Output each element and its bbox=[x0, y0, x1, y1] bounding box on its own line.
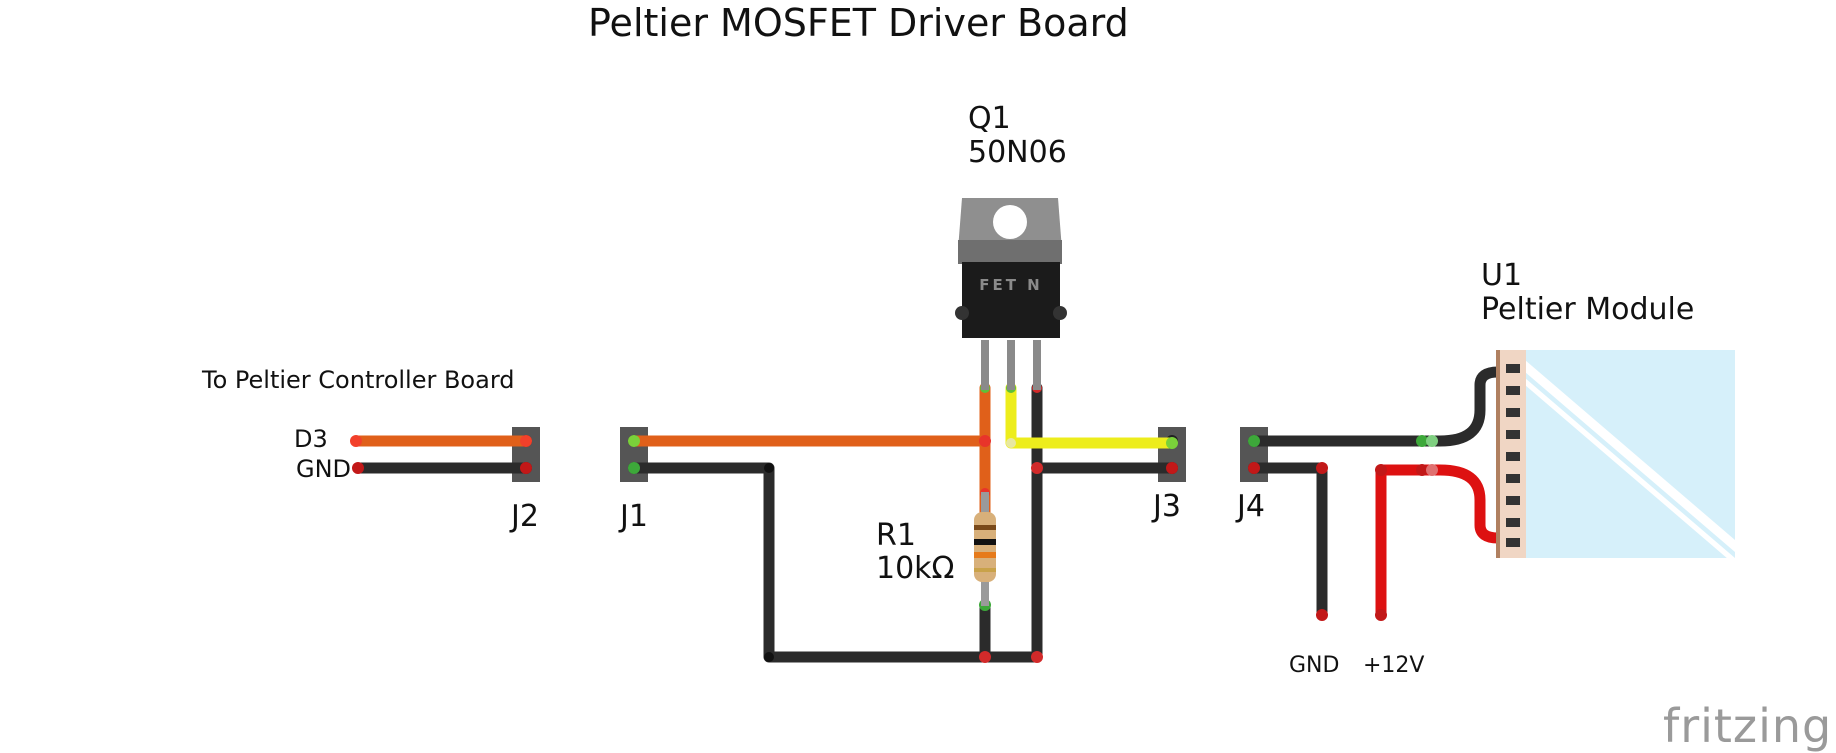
mosfet-ref: Q1 bbox=[968, 101, 1011, 136]
mosfet-value: 50N06 bbox=[968, 135, 1067, 170]
wire-peltier-red bbox=[1375, 464, 1504, 621]
resistor-r1[interactable] bbox=[974, 492, 996, 606]
wire-endpoints bbox=[350, 383, 1438, 663]
controller-label: To Peltier Controller Board bbox=[201, 366, 515, 394]
resistor-value: 10kΩ bbox=[876, 551, 954, 586]
fritzing-logo: fritzing bbox=[1663, 699, 1832, 753]
pin-label-d3: D3 bbox=[294, 425, 328, 453]
wire-peltier-black bbox=[1248, 366, 1504, 447]
label-j3: J3 bbox=[1151, 489, 1181, 524]
pin-label-gnd-left: GND bbox=[296, 455, 351, 483]
resistor-ref: R1 bbox=[876, 518, 916, 553]
label-j1: J1 bbox=[618, 499, 648, 534]
label-j4: J4 bbox=[1235, 489, 1265, 524]
module-ref: U1 bbox=[1481, 258, 1522, 293]
wire-j1-ground bbox=[628, 462, 1043, 663]
mosfet-marking: FET N bbox=[979, 276, 1043, 294]
module-name: Peltier Module bbox=[1481, 292, 1694, 327]
label-j2: J2 bbox=[509, 499, 539, 534]
pin-label-12v: +12V bbox=[1363, 653, 1424, 678]
peltier-module-u1[interactable] bbox=[1496, 350, 1735, 565]
pin-label-gnd-bottom: GND bbox=[1289, 653, 1339, 678]
wires bbox=[350, 366, 1504, 663]
mosfet-q1[interactable]: FET N bbox=[955, 198, 1067, 390]
diagram-title: Peltier MOSFET Driver Board bbox=[588, 1, 1129, 45]
